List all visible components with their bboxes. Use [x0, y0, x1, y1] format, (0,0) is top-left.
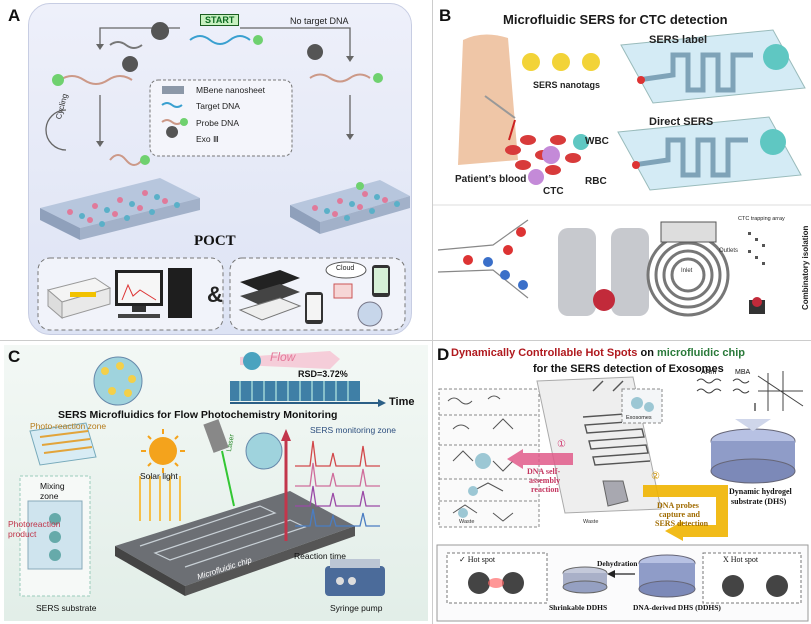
panel-c-graphics — [19, 351, 386, 597]
combinatory-text: Combinatory isolation — [801, 225, 810, 310]
hot-spot-check-label: ✓ Hot spot — [459, 555, 496, 564]
panel-d: D Dynamically Controllable Hot Spots on … — [432, 340, 811, 624]
flow-label: Flow — [270, 350, 296, 364]
title-on: on — [637, 347, 657, 359]
panel-d-title-line1: Dynamically Controllable Hot Spots on mi… — [451, 347, 745, 359]
aam-label: AAm — [701, 369, 717, 376]
hydrogel-label-2: substrate (DHS) — [731, 497, 787, 506]
waste-label-1: Waste — [459, 519, 475, 525]
legend-probe-dna: Probe DNA — [196, 118, 239, 128]
ctc-trapping-text: CTC trapping array — [738, 216, 785, 222]
mbene-sheet-left — [40, 178, 200, 240]
mixing-zone-label-1: Mixing — [40, 481, 65, 491]
dna-derived-label: DNA-derived DHS (DDHS) — [633, 603, 721, 612]
panel-b: B Microfluidic SERS for CTC detection SE… — [432, 0, 811, 340]
cloud-label: Cloud — [336, 265, 355, 272]
panel-d-title-line2: for the SERS detection of Exosomes — [533, 363, 724, 375]
panel-a-label: A — [8, 6, 21, 25]
solar-light-label: Solar light — [140, 471, 178, 481]
panel-b-graphics — [433, 29, 811, 317]
sers-nanotags-text: SERS nanotags — [533, 80, 601, 90]
panel-a: A START No target DNA Cycling MBene nano… — [0, 0, 432, 340]
outlets-text: Outlets — [719, 248, 739, 254]
step1-marker: ① — [557, 439, 566, 450]
rsd-label: RSD=3.72% — [298, 369, 348, 379]
ampersand: & — [207, 282, 223, 307]
mba-label: MBA — [735, 369, 751, 376]
syringe-pump-label: Syringe pump — [330, 603, 383, 613]
sers-monitoring-label: SERS monitoring zone — [310, 425, 396, 435]
wbc-text: WBC — [585, 136, 609, 147]
mixing-zone-label-2: zone — [40, 491, 59, 501]
poct-label: POCT — [194, 233, 236, 249]
panel-b-title: Microfluidic SERS for CTC detection — [503, 12, 728, 27]
step2-marker: ② — [651, 471, 660, 482]
title-hot-spots: Dynamically Controllable Hot Spots — [451, 347, 638, 359]
no-target-label: No target DNA — [290, 16, 349, 26]
panel-c: C Flow RSD=3.72% Time SERS Microfluidics… — [0, 340, 432, 624]
shrinkable-label: Shrinkable DDHS — [549, 603, 608, 612]
dehydration-label: Dehydration — [597, 559, 638, 568]
dna-probes-3: SERS detection — [655, 519, 709, 528]
panel-b-label: B — [439, 6, 452, 25]
legend-target-dna: Target DNA — [196, 101, 240, 111]
direct-sers-text: Direct SERS — [649, 116, 714, 128]
dna-self-2: assembly — [529, 476, 561, 485]
photo-zone-label: Photo-reaction zone — [30, 421, 107, 431]
sers-label-text: SERS label — [649, 34, 708, 46]
rbc-text: RBC — [585, 176, 607, 187]
dna-probes-2: capture and — [659, 510, 700, 519]
inlet-text: Inlet — [681, 268, 693, 274]
legend-exo: Exo Ⅲ — [196, 134, 219, 144]
legend-mbene: MBene nanosheet — [196, 85, 265, 95]
dna-probes-1: DNA probes — [657, 501, 699, 510]
reaction-time-label: Reaction time — [294, 551, 346, 561]
hydrogel-label-1: Dynamic hydrogel — [729, 487, 792, 496]
panel-c-title: SERS Microfluidics for Flow Photochemist… — [58, 409, 338, 421]
panel-c-label: C — [8, 347, 21, 366]
sers-substrate-label: SERS substrate — [36, 603, 97, 613]
panel-a-graphics — [37, 22, 410, 331]
panel-d-graphics — [436, 371, 809, 622]
patients-blood-text: Patient’s blood — [455, 174, 527, 185]
exosomes-label: Exosomes — [626, 415, 652, 421]
ctc-text: CTC — [543, 186, 564, 197]
panel-d-label: D — [437, 345, 450, 364]
title-microfluidic: microfluidic chip — [656, 347, 745, 359]
photo-product-label-2: product — [8, 529, 37, 539]
waste-label-2: Waste — [583, 519, 599, 525]
hot-spot-x-label: X Hot spot — [723, 555, 759, 564]
dna-self-1: DNA self- — [527, 467, 561, 476]
photo-product-label-1: Photoreaction — [8, 519, 61, 529]
dna-self-3: reaction — [531, 485, 559, 494]
start-badge: START — [200, 14, 240, 26]
time-label: Time — [389, 396, 415, 408]
mbene-sheet-right — [290, 180, 410, 234]
